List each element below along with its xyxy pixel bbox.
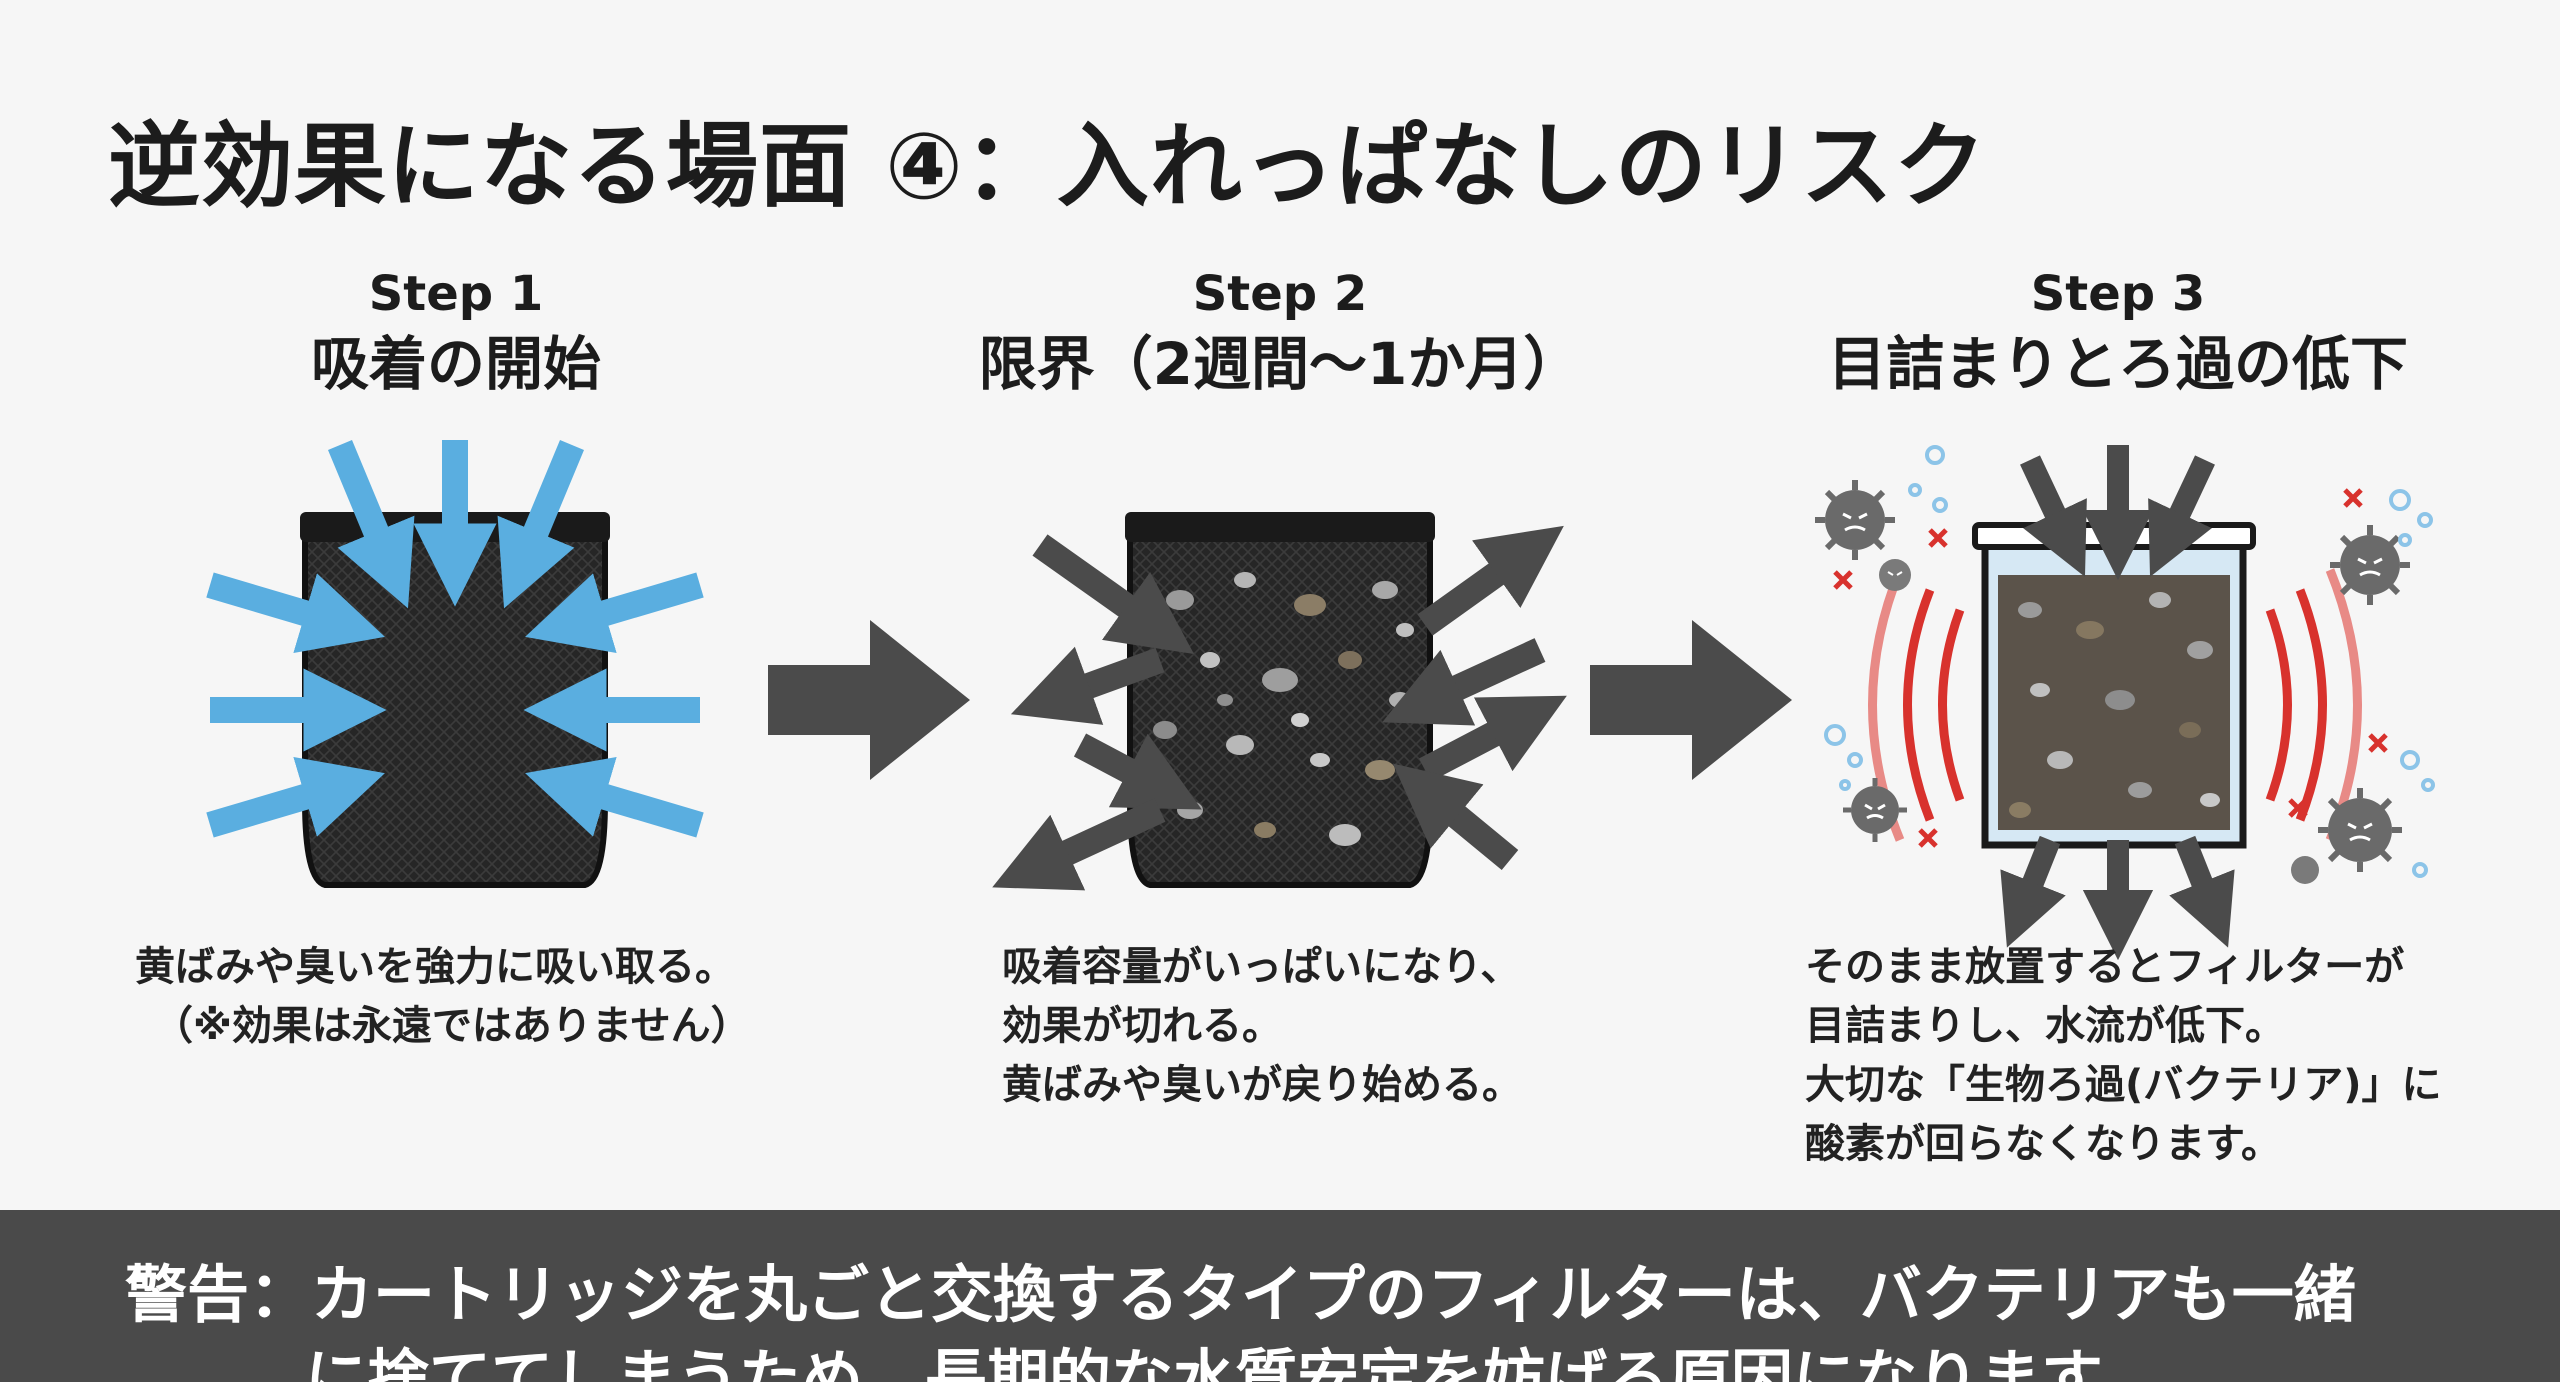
step-1-illustration: [206, 440, 704, 888]
cross-marks: [1833, 488, 2388, 848]
step-2-header: Step 2 限界（2週間〜1か月）: [900, 264, 1660, 404]
step-2-description: 吸着容量がいっぱいになり、 効果が切れる。 黄ばみや臭いが戻り始める。: [1002, 938, 1522, 1115]
step-3-desc-line: 酸素が回らなくなります。: [1805, 1121, 2281, 1167]
step-1-desc-line: 黄ばみや臭いを強力に吸い取る。: [135, 944, 735, 990]
step-2-title: 限界（2週間〜1か月）: [978, 330, 1582, 398]
flow-arrow-1: [768, 620, 970, 780]
process-illustration: [206, 440, 2435, 961]
step-3-desc-line: 大切な「生物ろ過(バクテリア)」に: [1805, 1062, 2442, 1108]
blocked-flow-arrows: [2000, 445, 2235, 961]
step-2-desc-line: 吸着容量がいっぱいになり、: [1002, 944, 1521, 990]
step-2-label: Step 2: [1192, 266, 1368, 322]
inflow-arrows: [206, 440, 704, 838]
step-1-label: Step 1: [368, 266, 544, 322]
outflow-arrows: [992, 525, 1567, 891]
vibration-lines: [1868, 568, 2362, 842]
step-1-desc-line: （※効果は永遠ではありません）: [153, 1003, 751, 1049]
step-2-desc-line: 黄ばみや臭いが戻り始める。: [1002, 1062, 1522, 1108]
step-3-desc-line: そのまま放置するとフィルターが: [1805, 944, 2405, 990]
step-2-illustration: [992, 512, 1567, 891]
step-3-header: Step 3 目詰まりとろ過の低下: [1738, 264, 2498, 404]
flow-arrow-2: [1590, 620, 1792, 780]
page-title: 逆効果になる場面 ④：入れっぱなしのリスク: [108, 113, 1987, 220]
step-3-illustration: [1815, 445, 2435, 961]
bag-seal: [1125, 512, 1435, 542]
step-3-label: Step 3: [2030, 266, 2206, 322]
step-1-header: Step 1 吸着の開始: [76, 264, 836, 404]
debris: [2009, 592, 2220, 818]
step-3-title: 目詰まりとろ過の低下: [1827, 330, 2408, 398]
warning-text-line-2: に捨ててしまうため、長期的な水質安定を妨げる原因になります。: [305, 1342, 2159, 1382]
step-2-desc-line: 効果が切れる。: [1002, 1003, 1282, 1049]
warning-banner: 警告：カートリッジを丸ごと交換するタイプのフィルターは、バクテリアも一緒 に捨て…: [0, 1210, 2560, 1382]
warning-text-line-1: 警告：カートリッジを丸ごと交換するタイプのフィルターは、バクテリアも一緒: [125, 1258, 2356, 1331]
activated-carbon-bag-saturated: [1127, 515, 1433, 888]
oxygen-bubbles: [1824, 445, 2435, 878]
step-1-title: 吸着の開始: [310, 330, 601, 398]
step-3-description: そのまま放置するとフィルターが 目詰まりし、水流が低下。 大切な「生物ろ過(バク…: [1805, 938, 2442, 1174]
bacteria-icons: [1815, 480, 2410, 884]
step-1-description: 黄ばみや臭いを強力に吸い取る。 （※効果は永遠ではありません）: [135, 938, 751, 1056]
step-3-desc-line: 目詰まりし、水流が低下。: [1805, 1003, 2285, 1049]
activated-carbon-bag-fresh: [302, 515, 608, 888]
